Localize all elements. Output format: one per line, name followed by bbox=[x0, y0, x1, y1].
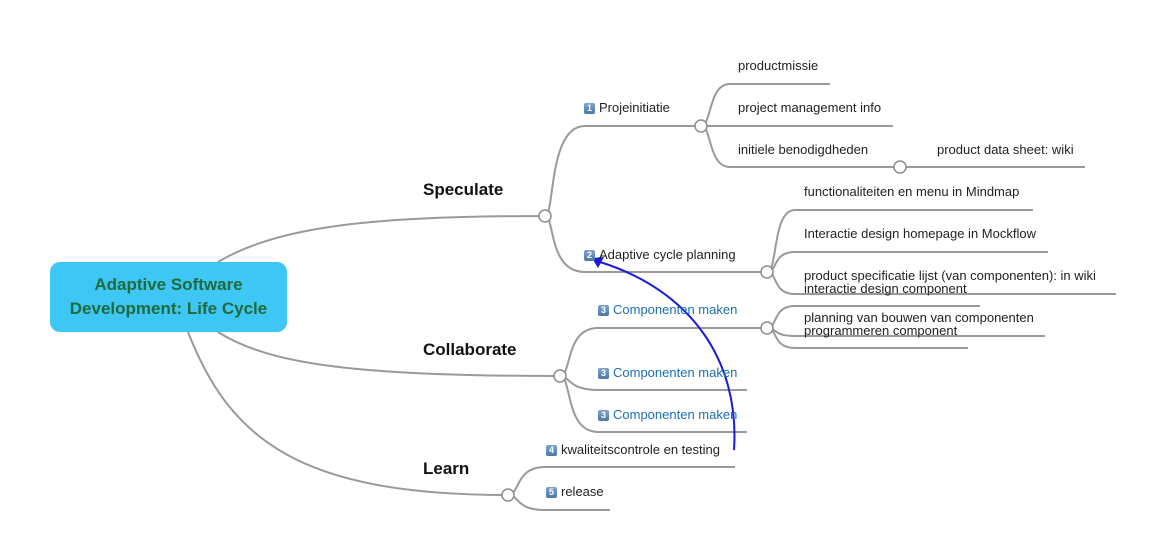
topic-adaptive-cycle-planning[interactable]: 2 Adaptive cycle planning bbox=[584, 247, 736, 262]
relationship-arrowhead bbox=[592, 257, 604, 268]
connector-adaptive-functionaliteiten bbox=[766, 209, 1033, 273]
topic-interactie-design-homepage[interactable]: Interactie design homepage in Mockflow bbox=[804, 226, 1036, 241]
topic-componenten-maken-1-label: Componenten maken bbox=[613, 302, 738, 317]
topic-interactie-design-component[interactable]: interactie design component bbox=[804, 281, 967, 296]
collapse-node-speculate[interactable] bbox=[538, 209, 552, 223]
topic-release-label: release bbox=[561, 484, 604, 499]
topic-componenten-maken-2[interactable]: 3 Componenten maken bbox=[598, 365, 737, 380]
priority-2-icon: 2 bbox=[584, 250, 595, 261]
priority-3-icon: 3 bbox=[598, 305, 609, 316]
topic-componenten-maken-3-label: Componenten maken bbox=[613, 407, 738, 422]
priority-3-icon: 3 bbox=[598, 368, 609, 379]
topic-productmissie[interactable]: productmissie bbox=[738, 58, 819, 73]
topic-initiele-benodigdheden[interactable]: initiele benodigdheden bbox=[738, 142, 869, 157]
root-topic-line-1: Adaptive Software bbox=[94, 275, 243, 294]
root-topic[interactable]: Adaptive Software Development: Life Cycl… bbox=[50, 262, 287, 332]
topic-product-data-sheet[interactable]: product data sheet: wiki bbox=[937, 142, 1074, 157]
connector-root-learn bbox=[187, 331, 509, 496]
topic-kwaliteitscontrole-label: kwaliteitscontrole en testing bbox=[561, 442, 720, 457]
branch-collaborate[interactable]: Collaborate bbox=[423, 340, 517, 359]
connector-root-collaborate bbox=[217, 331, 561, 377]
topic-adaptive-cycle-planning-label: Adaptive cycle planning bbox=[599, 247, 736, 262]
connector-learn-testing bbox=[507, 466, 735, 496]
collapse-node-adaptive[interactable] bbox=[760, 265, 774, 279]
connector-collaborate-componenten-3 bbox=[559, 375, 747, 433]
collapse-node-componenten[interactable] bbox=[760, 321, 774, 335]
branch-learn[interactable]: Learn bbox=[423, 459, 470, 478]
branch-speculate[interactable]: Speculate bbox=[423, 180, 504, 199]
priority-1-icon: 1 bbox=[584, 103, 595, 114]
collapse-node-benodigdheden[interactable] bbox=[893, 160, 907, 174]
topic-componenten-maken-1[interactable]: 3 Componenten maken bbox=[598, 302, 737, 317]
collapse-node-projeinitiatie[interactable] bbox=[694, 119, 708, 133]
priority-3-icon: 3 bbox=[598, 410, 609, 421]
connector-speculate-adaptive bbox=[544, 215, 767, 273]
topic-kwaliteitscontrole[interactable]: 4 kwaliteitscontrole en testing bbox=[546, 442, 720, 457]
topic-projeinitiatie-label: Projeinitiatie bbox=[599, 100, 670, 115]
collapse-node-collaborate[interactable] bbox=[553, 369, 567, 383]
topic-functionaliteiten[interactable]: functionaliteiten en menu in Mindmap bbox=[804, 184, 1020, 199]
relationship-arrow[interactable] bbox=[599, 261, 736, 451]
topic-componenten-maken-2-label: Componenten maken bbox=[613, 365, 738, 380]
root-topic-line-2: Development: Life Cycle bbox=[69, 299, 268, 318]
connector-root-speculate bbox=[217, 215, 546, 263]
connector-speculate-projeinitiatie bbox=[544, 125, 701, 217]
topic-planning-bouwen[interactable]: planning van bouwen van componenten bbox=[804, 310, 1034, 325]
topic-programmeren-component[interactable]: programmeren component bbox=[804, 323, 958, 338]
topic-componenten-maken-3[interactable]: 3 Componenten maken bbox=[598, 407, 737, 422]
priority-4-icon: 4 bbox=[546, 445, 557, 456]
topic-projeinitiatie[interactable]: 1 Projeinitiatie bbox=[584, 100, 670, 115]
topic-product-specificatie[interactable]: product specificatie lijst (van componen… bbox=[804, 268, 1096, 283]
topic-project-management-info[interactable]: project management info bbox=[738, 100, 882, 115]
topic-release[interactable]: 5 release bbox=[546, 484, 604, 499]
collapse-node-learn[interactable] bbox=[501, 488, 515, 502]
priority-5-icon: 5 bbox=[546, 487, 557, 498]
